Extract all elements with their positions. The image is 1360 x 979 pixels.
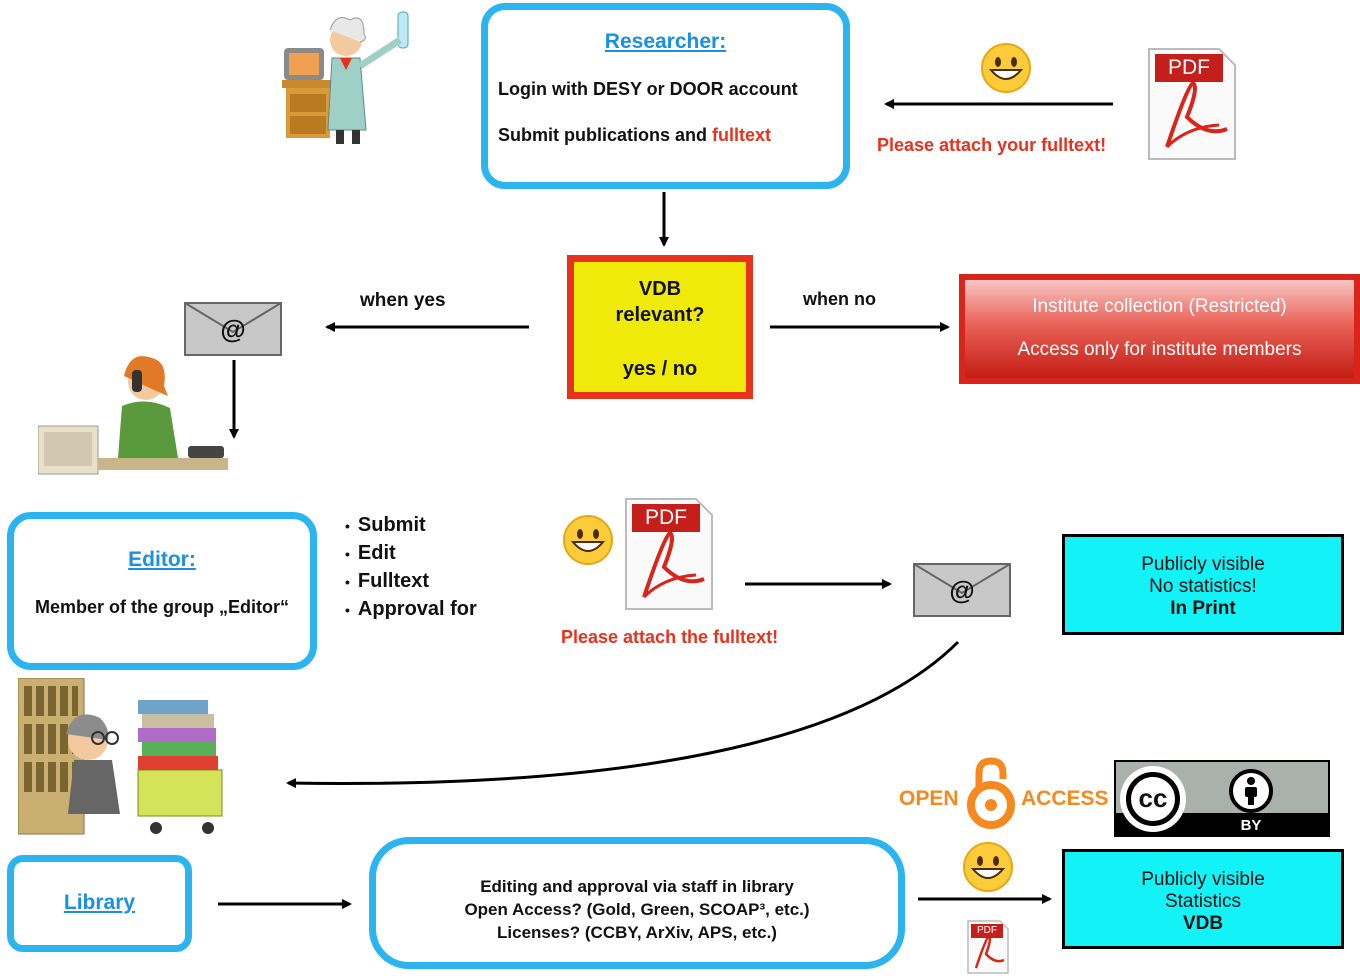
when-yes-label: when yes [360,290,446,311]
email-at: @ [949,575,975,605]
editor-box: Editor: Member of the group „Editor“ [7,512,317,670]
open-access-logo: OPEN ACCESS [899,757,1113,829]
bullet-item: •Approval for [345,598,477,620]
decision-yes-no: yes / no [622,358,698,380]
open-text: OPEN [899,787,959,810]
pdf-label: PDF [1155,54,1223,82]
library-title[interactable]: Library [63,891,136,914]
decision-vdb: VDB [638,278,682,300]
pdf-icon: PDF [1147,47,1237,161]
editor-bullets: •Submit •Edit •Fulltext •Approval for [345,512,477,624]
editor-illustration [38,356,228,475]
print-no-stats: No statistics! [1149,576,1257,597]
researcher-box: Researcher: Login with DESY or DOOR acco… [481,3,850,189]
vdb-visible: Publicly visible [1141,869,1265,890]
print-visible: Publicly visible [1141,554,1265,575]
researcher-illustration [282,11,409,144]
print-in-print: In Print [1170,598,1236,619]
staff-editing: Editing and approval via staff in librar… [480,877,794,896]
arrow-email-to-library [286,640,960,789]
email-icon: @ [184,302,282,356]
access-text: ACCESS [1021,787,1109,810]
pdf-label: PDF [971,924,1003,938]
editor-title[interactable]: Editor: [128,548,196,571]
print-box: Publicly visible No statistics! In Print [1062,534,1344,635]
cc-by-badge: cc BY [1114,760,1330,837]
decision-box: VDB relevant? yes / no [567,255,753,399]
researcher-title[interactable]: Researcher: [604,30,727,53]
pdf-label: PDF [632,504,700,532]
decision-relevant: relevant? [615,304,705,326]
email-icon: @ [913,563,1011,617]
editor-desc: Member of the group „Editor“ [35,597,289,617]
attribution-icon [1229,769,1273,813]
pdf-icon: PDF [624,497,714,611]
institute-box: Institute collection (Restricted) Access… [959,274,1360,384]
attach-researcher-text: Please attach your fulltext! [877,135,1107,155]
library-illustration [18,678,223,835]
staff-open-access: Open Access? (Gold, Green, SCOAP³, etc.) [464,900,810,919]
library-box: Library [7,855,192,952]
email-at: @ [220,314,246,344]
researcher-submit-text: Submit publications and [498,125,713,145]
bullet-item: •Fulltext [345,570,430,592]
staff-licenses: Licenses? (CCBY, ArXiv, APS, etc.) [497,923,777,942]
institute-title: Institute collection (Restricted) [1032,296,1287,317]
fulltext-highlight: fulltext [712,125,772,145]
vdb-box: Publicly visible Statistics VDB [1062,849,1344,949]
institute-access: Access only for institute members [1017,339,1302,360]
bullet-item: •Submit [345,514,426,536]
open-lock-icon [967,757,1015,829]
smiley-icon [563,515,613,565]
vdb-label: VDB [1182,913,1224,934]
researcher-login: Login with DESY or DOOR account [498,79,798,99]
when-no-label: when no [803,289,876,309]
by-label: BY [1240,817,1262,834]
attach-editor-text: Please attach the fulltext! [561,627,779,647]
smiley-icon [981,43,1031,93]
library-staff-box: Editing and approval via staff in librar… [369,837,905,969]
smiley-icon [963,842,1013,892]
vdb-stats: Statistics [1164,891,1242,912]
cc-icon: cc [1126,772,1180,826]
researcher-submit: Submit publications and fulltext [498,125,771,146]
bullet-item: •Edit [345,542,396,564]
pdf-icon: PDF [967,920,1009,974]
